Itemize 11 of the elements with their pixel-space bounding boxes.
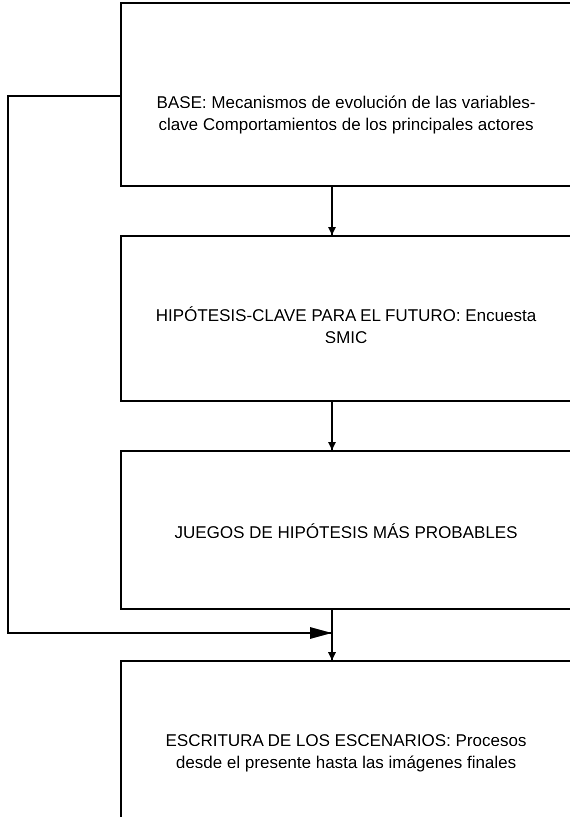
- arrow: [328, 402, 336, 450]
- arrow: [328, 187, 336, 235]
- process-box: [120, 450, 570, 610]
- process-box: [120, 2, 570, 187]
- box-text: BASE: Mecanismos de evolución de las variables-clave Comportamientos de los principales actores: [156, 92, 536, 136]
- box-text: ESCRITURA DE LOS ESCENARIOS: Procesos desde el presente hasta las imágenes finales: [164, 730, 528, 774]
- process-box: [120, 660, 570, 817]
- box-text: HIPÓTESIS-CLAVE PARA EL FUTURO: Encuesta SMIC: [154, 305, 538, 349]
- box-text: JUEGOS DE HIPÓTESIS MÁS PROBABLES: [174, 522, 518, 544]
- arrow: [7, 95, 336, 660]
- process-box: [120, 235, 570, 402]
